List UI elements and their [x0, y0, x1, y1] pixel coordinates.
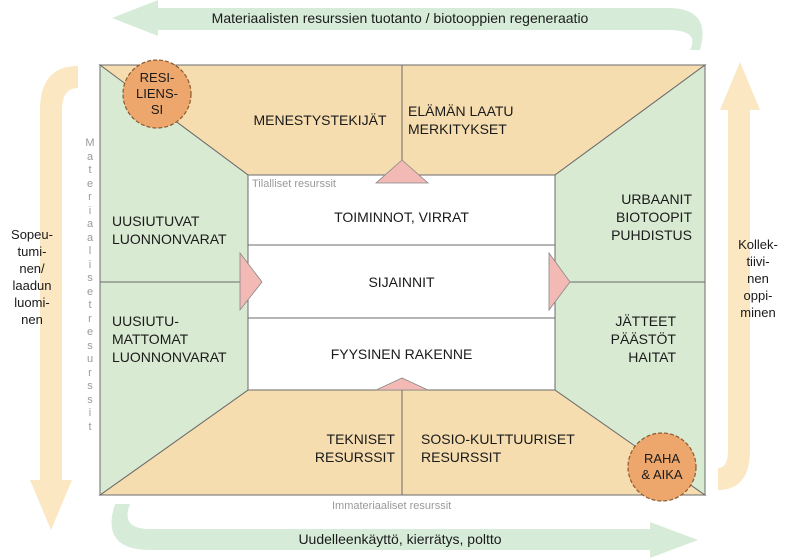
locations-label: SIJAINNIT [368, 274, 435, 290]
renewable-resources-label: UUSIUTUVAT LUONNONVARAT [112, 213, 227, 247]
technical-resources-label: TEKNISET RESURSSIT [314, 431, 395, 465]
waste-emissions-label: JÄTTEET PÄÄSTÖT HAITAT [610, 313, 676, 365]
bottom-cycle-arrow [111, 504, 699, 558]
money-time-circle [627, 432, 697, 502]
right-cycle-arrow [718, 62, 760, 490]
quality-of-life-label: ELÄMÄN LAATU MERKITYKSET [408, 103, 514, 137]
success-factors-label: MENESTYSTEKIJÄT [253, 112, 387, 128]
immaterial-resources-label: Immateriaaliset resurssit [332, 500, 452, 512]
physical-structure-label: FYYSINEN RAKENNE [330, 346, 473, 362]
outer-frame [99, 64, 706, 496]
triangle-left [239, 251, 263, 312]
non-renewable-resources-label: UUSIUTU- MATTOMAT LUONNONVARAT [112, 313, 227, 365]
top-arrow-label: Materiaalisten resurssien tuotanto / bio… [211, 10, 589, 26]
left-cycle-arrow [30, 66, 78, 530]
triangle-bottom [375, 377, 429, 391]
right-arrow-label: Kollek- tiivi- nen oppi- minen [738, 237, 778, 320]
top-cycle-arrow [112, 0, 703, 50]
socio-cultural-resources-label: SOSIO-KULTTUURISET RESURSSIT [421, 431, 575, 465]
triangle-top [374, 159, 430, 184]
money-time-label: RAHA & AIKA [641, 451, 683, 482]
functions-flows-label: TOIMINNOT, VIRRAT [334, 209, 469, 225]
spatial-resources-label: Tilalliset resurssit [252, 178, 336, 190]
bottom-arrow-label: Uudelleenkäyttö, kierrätys, poltto [298, 531, 502, 547]
resilience-label: RESI- LIENS- SI [136, 70, 178, 117]
urban-biotopes-label: URBAANIT BIOTOOPIT PUHDISTUS [611, 191, 692, 243]
left-arrow-label: Sopeu- tumi- nen/ laadun luomi- nen [11, 227, 53, 327]
triangle-right [548, 251, 571, 312]
resilience-circle [122, 59, 192, 129]
